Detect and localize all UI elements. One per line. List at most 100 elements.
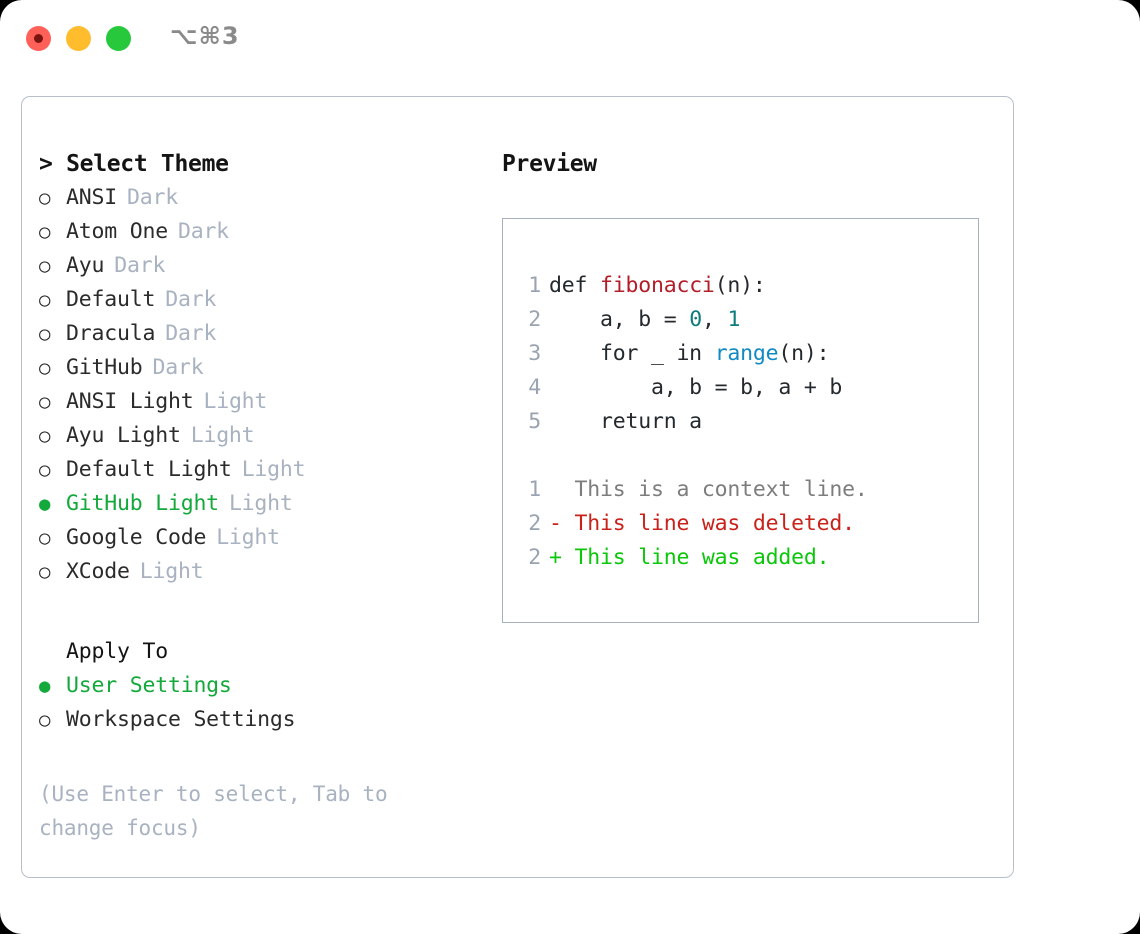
code-line-content: for _ in range(n):: [549, 337, 830, 371]
theme-variant-tag: Dark: [177, 219, 229, 244]
radio-unselected-icon: ○: [39, 391, 51, 413]
theme-option[interactable]: ○ Default Dark: [39, 283, 502, 317]
code-token: (n):: [778, 341, 830, 366]
theme-variant-tag: Dark: [114, 253, 166, 278]
code-token: for _ in: [549, 341, 715, 366]
code-line-content: return a: [549, 405, 702, 439]
code-token: 1: [727, 307, 741, 332]
code-spacer: [521, 439, 978, 473]
preview-heading: Preview: [502, 151, 597, 177]
line-number: 2: [528, 307, 541, 332]
diff-sample: 1 This is a context line.2- This line wa…: [521, 473, 978, 575]
theme-variant-tag: Dark: [165, 321, 217, 346]
code-token: range: [714, 341, 779, 366]
line-number: 2: [528, 545, 541, 570]
theme-option-label: XCode: [66, 559, 130, 584]
theme-variant-tag: Dark: [152, 355, 204, 380]
maximize-button[interactable]: [106, 26, 131, 51]
apply-to-heading: Apply To: [66, 639, 168, 664]
apply-to-option-list[interactable]: ● User Settings ○ Workspace Settings: [39, 669, 502, 737]
apply-to-option-label: User Settings: [66, 673, 232, 698]
traffic-lights: [26, 26, 131, 51]
title-bar: ⌥⌘3: [0, 0, 1140, 78]
code-token: ,: [701, 307, 728, 332]
theme-variant-tag: Light: [139, 559, 204, 584]
diff-line-content: This is a context line.: [549, 477, 868, 502]
code-token: def: [549, 273, 600, 298]
theme-option-label: Atom One: [66, 219, 168, 244]
theme-option-label: Default Light: [66, 457, 232, 482]
radio-unselected-icon: ○: [39, 459, 51, 481]
theme-option[interactable]: ○ XCode Light: [39, 555, 502, 589]
diff-line-content: - This line was deleted.: [549, 511, 855, 536]
theme-variant-tag: Light: [203, 389, 268, 414]
radio-unselected-icon: ○: [39, 255, 51, 277]
close-button[interactable]: [26, 26, 51, 51]
apply-to-option-label: Workspace Settings: [66, 707, 296, 732]
code-token: (n):: [714, 273, 766, 298]
line-number: 5: [528, 409, 541, 434]
apply-to-option[interactable]: ● User Settings: [39, 669, 502, 703]
select-theme-heading: > Select Theme: [39, 151, 229, 177]
code-token: fibonacci: [599, 273, 715, 298]
theme-option-label: Default: [66, 287, 156, 312]
code-line: 2 a, b = 0, 1: [521, 303, 978, 337]
code-line: 5 return a: [521, 405, 978, 439]
theme-option[interactable]: ○ Default Light Light: [39, 453, 502, 487]
line-number: 3: [528, 341, 541, 366]
theme-option-label: GitHub Light: [66, 491, 219, 516]
radio-unselected-icon: ○: [39, 709, 51, 731]
theme-option-label: Ayu: [66, 253, 105, 278]
diff-line-content: + This line was added.: [549, 545, 830, 570]
theme-variant-tag: Light: [190, 423, 255, 448]
code-token: return a: [549, 409, 702, 434]
theme-option[interactable]: ○ ANSI Dark: [39, 181, 502, 215]
close-icon: [34, 34, 43, 43]
radio-unselected-icon: ○: [39, 425, 51, 447]
radio-unselected-icon: ○: [39, 561, 51, 583]
theme-variant-tag: Dark: [165, 287, 217, 312]
theme-option[interactable]: ○ Dracula Dark: [39, 317, 502, 351]
code-line-content: a, b = 0, 1: [549, 303, 740, 337]
diff-line: 2 + This line was added.: [521, 541, 978, 575]
radio-unselected-icon: ○: [39, 187, 51, 209]
radio-unselected-icon: ○: [39, 323, 51, 345]
theme-option[interactable]: ○ Ayu Dark: [39, 249, 502, 283]
theme-variant-tag: Dark: [126, 185, 178, 210]
theme-option-label: ANSI Light: [66, 389, 194, 414]
code-line: 3 for _ in range(n):: [521, 337, 978, 371]
theme-option-label: Dracula: [66, 321, 156, 346]
theme-option[interactable]: ○ Ayu Light Light: [39, 419, 502, 453]
theme-option[interactable]: ○ Atom One Dark: [39, 215, 502, 249]
radio-unselected-icon: ○: [39, 289, 51, 311]
code-token: a, b =: [549, 307, 690, 332]
diff-line: 2 - This line was deleted.: [521, 507, 978, 541]
code-token: a, b = b, a + b: [549, 375, 843, 400]
theme-option-label: Ayu Light: [66, 423, 181, 448]
line-number: 4: [528, 375, 541, 400]
keyboard-hint: (Use Enter to select, Tab to change focu…: [39, 782, 400, 840]
minimize-button[interactable]: [66, 26, 91, 51]
code-token: 0: [689, 307, 702, 332]
code-line-content: def fibonacci(n):: [549, 269, 766, 303]
line-number: 1: [528, 273, 541, 298]
theme-variant-tag: Light: [216, 525, 280, 550]
code-line-content: a, b = b, a + b: [549, 371, 842, 405]
radio-selected-icon: ●: [39, 675, 51, 697]
radio-unselected-icon: ○: [39, 527, 51, 549]
apply-to-option[interactable]: ○ Workspace Settings: [39, 703, 502, 737]
radio-unselected-icon: ○: [39, 221, 51, 243]
theme-variant-tag: Light: [241, 457, 306, 482]
window-shortcut-label: ⌥⌘3: [170, 22, 240, 50]
line-number: 2: [528, 511, 541, 536]
theme-option[interactable]: ○ ANSI Light Light: [39, 385, 502, 419]
theme-option-label: ANSI: [66, 185, 117, 210]
radio-unselected-icon: ○: [39, 357, 51, 379]
